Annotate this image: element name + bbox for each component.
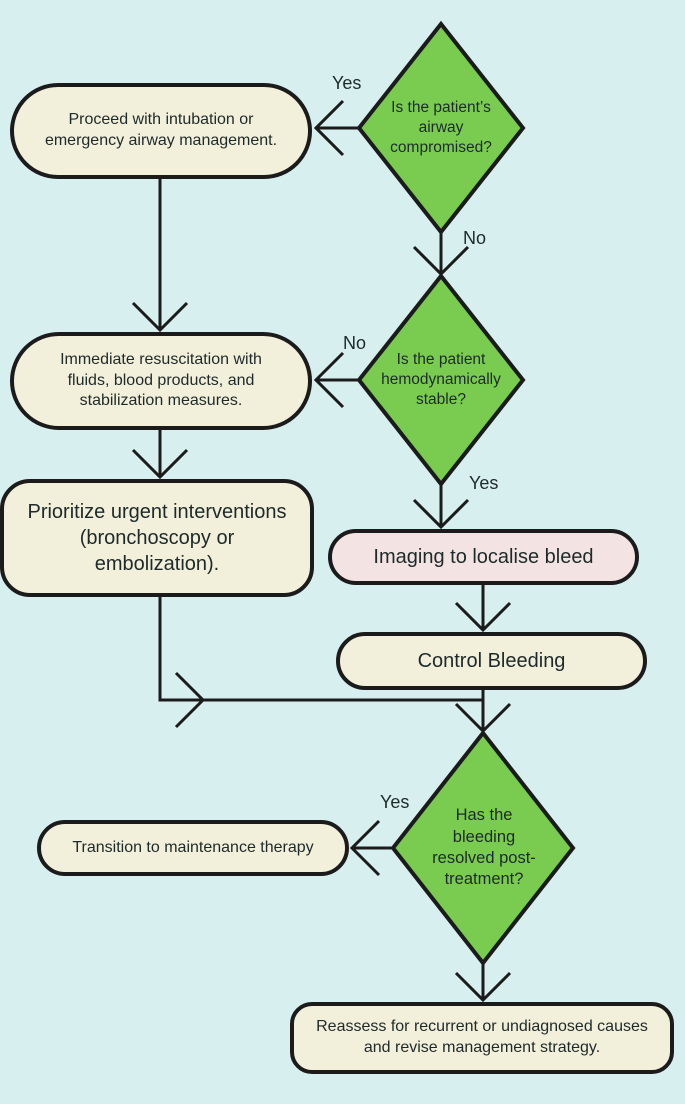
node-imaging: Imaging to localise bleed [328,529,639,585]
arrowhead-intubation-resuscitation [131,301,189,333]
node-urgent-text: Prioritize urgent interventions (broncho… [27,501,287,575]
arrowhead-stable-yes [412,498,470,530]
node-reassess: Reassess for recurrent or undiagnosed ca… [290,1002,674,1074]
node-resuscitation: Immediate resuscitation with fluids, blo… [10,332,312,430]
node-maintenance-text: Transition to maintenance therapy [72,838,314,856]
node-urgent: Prioritize urgent interventions (broncho… [0,479,314,597]
arrowhead-stable-no [313,351,345,409]
node-imaging-text: Imaging to localise bleed [373,546,594,568]
node-control-text: Control Bleeding [417,650,566,672]
edge-urgent-merge [158,596,483,702]
node-resuscitation-text: Immediate resuscitation with fluids, blo… [60,350,262,410]
node-intubation-text: Proceed with intubation or emergency air… [44,111,278,149]
label-resolved-yes: Yes [380,792,410,812]
node-intubation: Proceed with intubation or emergency air… [10,83,312,179]
arrowhead-resuscitation-urgent [131,448,189,480]
node-maintenance: Transition to maintenance therapy [37,820,349,876]
arrowhead-airway-yes [313,99,345,157]
decision-airway-shape [356,20,526,236]
arrowhead-airway-no [412,245,470,277]
decision-resolved-shape [390,729,576,967]
arrowhead-imaging-control [454,601,512,633]
node-control: Control Bleeding [336,632,647,690]
decision-stable-shape [356,272,526,488]
node-reassess-text: Reassess for recurrent or undiagnosed ca… [316,1018,648,1056]
arrowhead-control-resolved [454,702,512,734]
arrowhead-resolved-reassess [454,971,512,1003]
arrowhead-resolved-yes [349,819,381,877]
label-airway-no: No [463,228,487,248]
label-stable-yes: Yes [469,473,499,493]
arrowhead-urgent-merge [174,671,206,729]
label-airway-yes: Yes [332,73,362,93]
label-stable-no: No [343,333,367,353]
